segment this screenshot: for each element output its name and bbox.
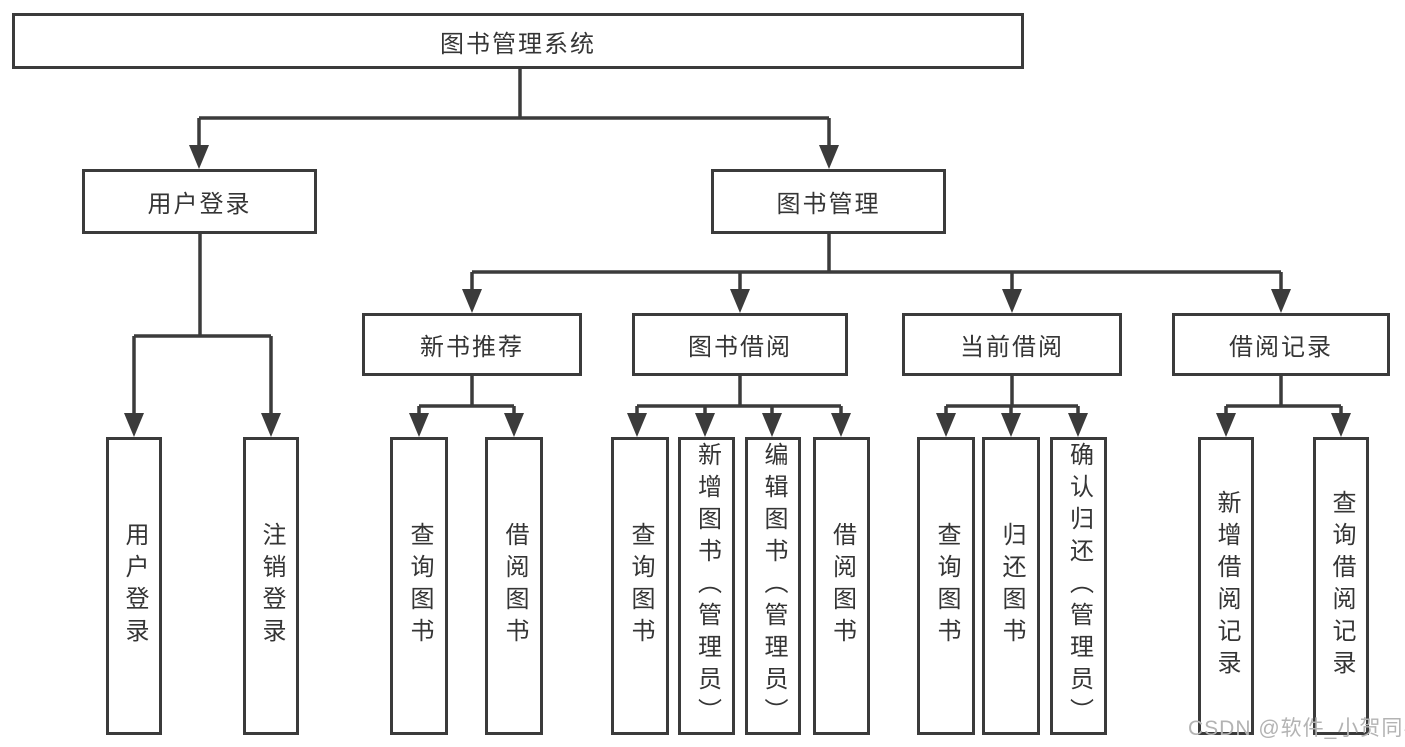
leaf-add-borrow-record: 新增借阅记录 [1198, 437, 1254, 735]
leaf-logout-login: 注销登录 [243, 437, 299, 735]
node-book-management: 图书管理 [711, 169, 946, 234]
node-label: 新书推荐 [420, 334, 524, 361]
node-label: 图书借阅 [688, 334, 792, 361]
node-user-login: 用户登录 [82, 169, 317, 234]
node-label: 当前借阅 [960, 334, 1064, 361]
leaf-query-books-recommend: 查询图书 [390, 437, 448, 735]
leaf-label: 新增借阅记录 [1213, 490, 1240, 682]
leaf-label: 用户登录 [121, 522, 148, 650]
node-label: 借阅记录 [1229, 334, 1333, 361]
leaf-borrow-books-borrow: 借阅图书 [813, 437, 870, 735]
leaf-borrow-books-recommend: 借阅图书 [485, 437, 543, 735]
node-book-borrow: 图书借阅 [632, 313, 848, 376]
node-label: 图书管理 [776, 191, 881, 218]
leaf-query-books-borrow: 查询图书 [611, 437, 669, 735]
node-borrow-records: 借阅记录 [1172, 313, 1390, 376]
node-label: 图书管理系统 [440, 30, 596, 58]
leaf-edit-books-admin: 编辑图书（管理员） [745, 437, 801, 735]
leaf-label: 查询图书 [933, 522, 960, 650]
leaf-label: 查询图书 [406, 522, 433, 650]
leaf-label: 注销登录 [258, 522, 285, 650]
leaf-label: 编辑图书（管理员） [760, 442, 787, 730]
leaf-label: 查询借阅记录 [1328, 490, 1355, 682]
leaf-label: 查询图书 [627, 522, 654, 650]
leaf-label: 借阅图书 [828, 522, 856, 650]
leaf-label: 归还图书 [998, 522, 1025, 650]
leaf-return-books: 归还图书 [982, 437, 1040, 735]
leaf-user-login: 用户登录 [106, 437, 162, 735]
node-library-management-system: 图书管理系统 [12, 13, 1024, 69]
leaf-label: 借阅图书 [501, 522, 528, 650]
leaf-query-books-current: 查询图书 [917, 437, 975, 735]
leaf-label: 新增图书（管理员） [693, 442, 721, 730]
node-current-borrow: 当前借阅 [902, 313, 1122, 376]
csdn-watermark: CSDN @软件_小贺同学 [1188, 717, 1405, 740]
node-new-book-recommend: 新书推荐 [362, 313, 582, 376]
leaf-confirm-return-admin: 确认归还（管理员） [1050, 437, 1107, 735]
leaf-label: 确认归还（管理员） [1065, 442, 1093, 730]
node-label: 用户登录 [147, 191, 252, 218]
leaf-query-borrow-record: 查询借阅记录 [1313, 437, 1369, 735]
leaf-add-books-admin: 新增图书（管理员） [678, 437, 735, 735]
